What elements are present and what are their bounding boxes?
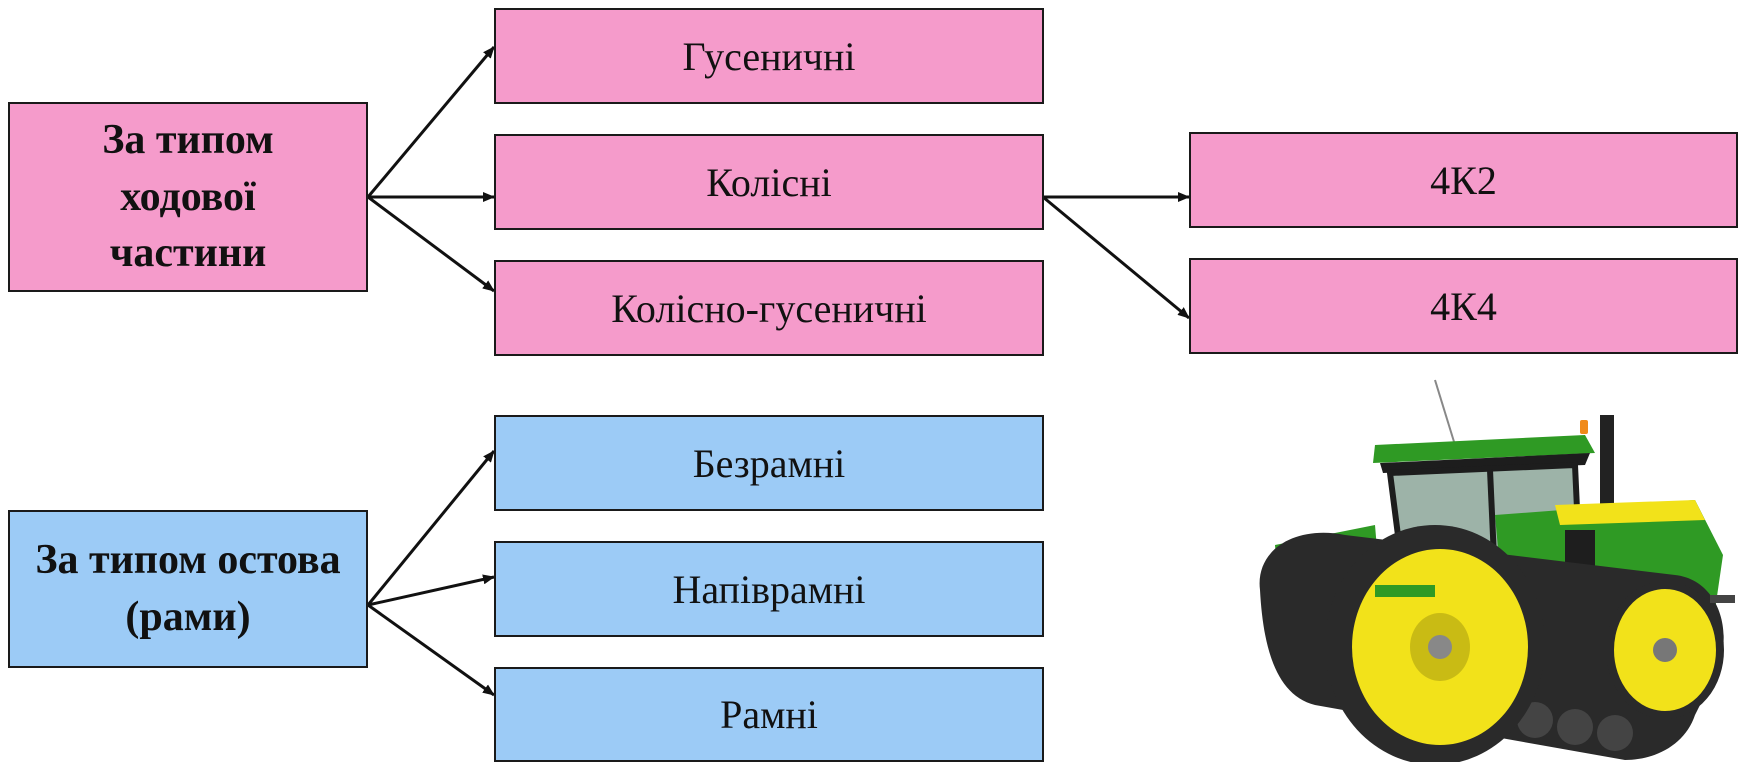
frameless-box: Безрамні bbox=[494, 415, 1044, 511]
wheel-formula-4k4-box: 4К4 bbox=[1189, 258, 1738, 354]
frame-root-label: За типом остова (рами) bbox=[35, 537, 341, 640]
wheel-tracked-box: Колісно-гусеничні bbox=[494, 260, 1044, 356]
wheel-formula-4k2-label: 4К2 bbox=[1430, 157, 1497, 203]
wheel-formula-4k4-label: 4К4 bbox=[1430, 283, 1497, 329]
undercarriage-root-box: За типом ходової частини bbox=[8, 102, 368, 292]
tracked-box: Гусеничні bbox=[494, 8, 1044, 104]
undercarriage-root-label: За типом ходової частини bbox=[102, 116, 274, 277]
wheel-tracked-label: Колісно-гусеничні bbox=[611, 285, 927, 331]
wheeled-label: Колісні bbox=[706, 159, 832, 205]
arrow-to-tracked bbox=[366, 46, 496, 198]
arrow-to-frameless bbox=[366, 450, 496, 606]
tractor-icon bbox=[1259, 379, 1735, 762]
wheel-formula-4k2-box: 4К2 bbox=[1189, 132, 1738, 228]
tracked-label: Гусеничні bbox=[682, 33, 856, 79]
arrow-to-wheel-tracked bbox=[367, 195, 495, 293]
semi-frame-label: Напіврамні bbox=[672, 566, 866, 612]
arrow-to-4k4 bbox=[1042, 195, 1190, 320]
arrow-to-semi-frame bbox=[367, 574, 495, 607]
frame-label: Рамні bbox=[720, 692, 818, 737]
frame-root-box: За типом остова (рами) bbox=[8, 510, 368, 668]
frameless-label: Безрамні bbox=[692, 440, 846, 486]
semi-frame-box: Напіврамні bbox=[494, 541, 1044, 637]
frame-box: Рамні bbox=[494, 667, 1044, 762]
arrow-to-frame bbox=[367, 603, 495, 697]
wheeled-box: Колісні bbox=[494, 134, 1044, 230]
